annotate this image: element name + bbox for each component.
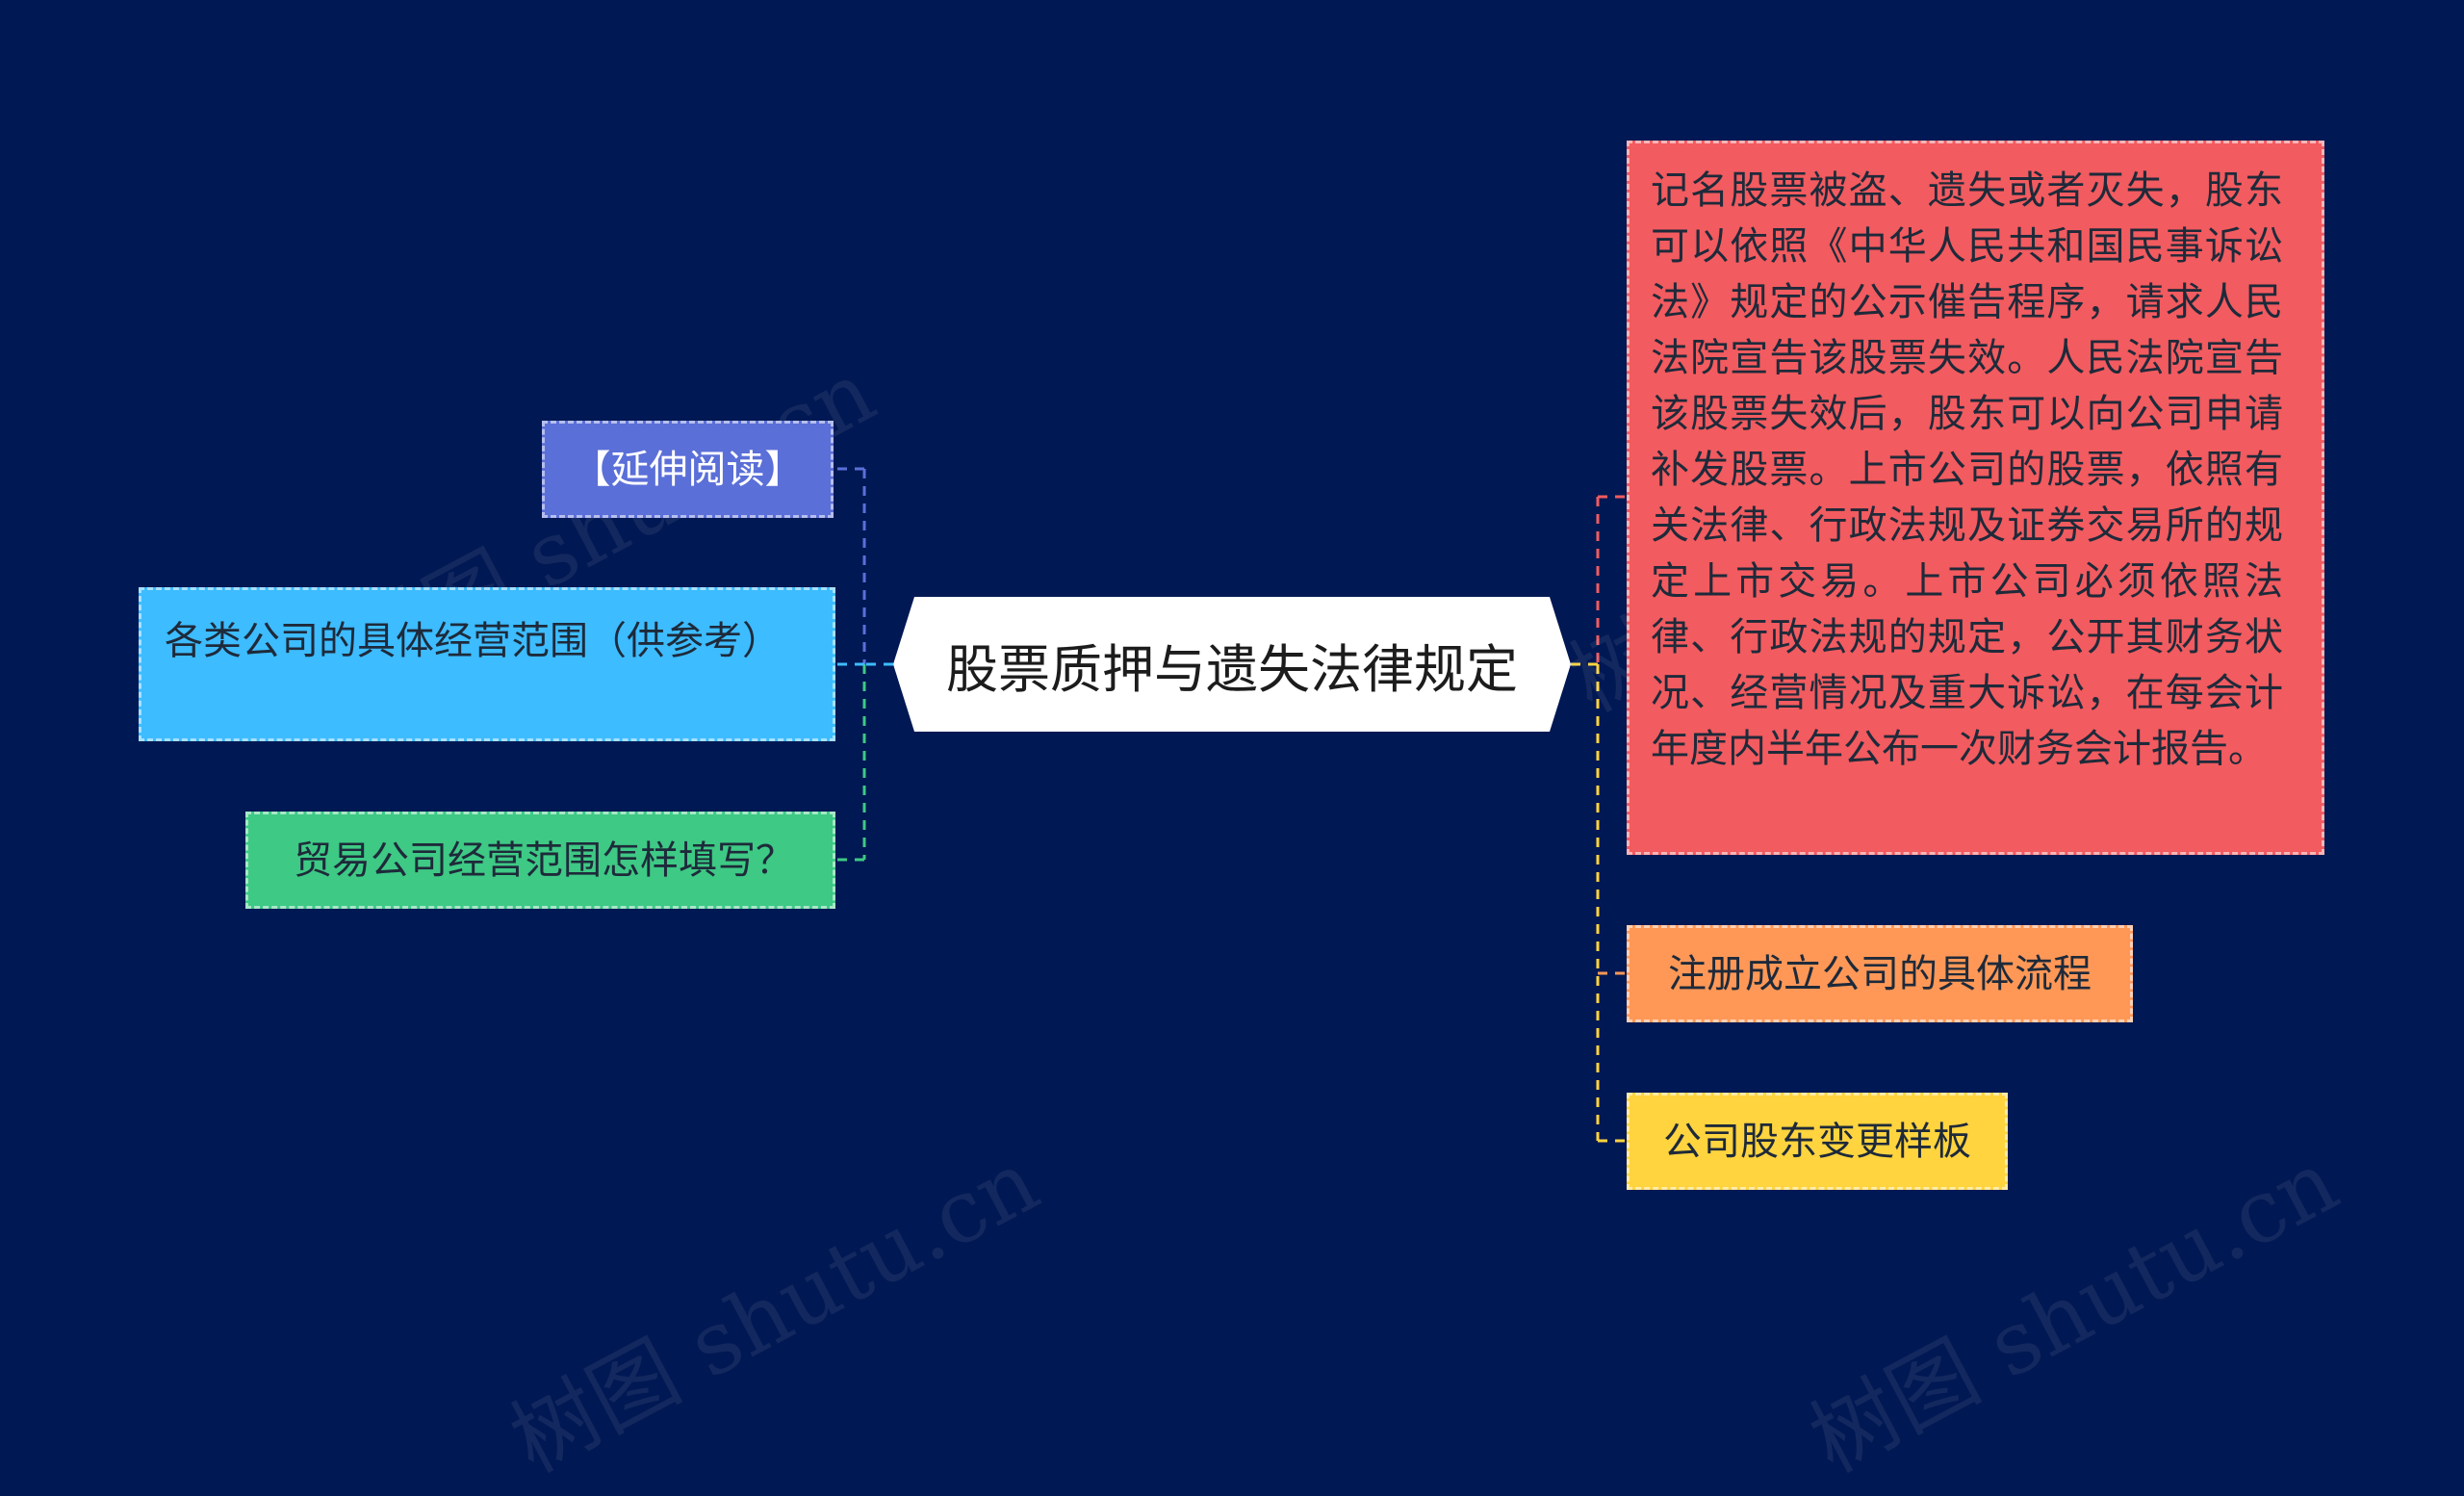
topic-extended-reading-label: 【延伸阅读】 [572, 447, 804, 492]
topic-company-registration-process-label: 注册成立公司的具体流程 [1668, 951, 2092, 996]
topic-lost-stock-rules[interactable]: 记名股票被盗、遗失或者灭失，股东可以依照《中华人民共和国民事诉讼法》规定的公示催… [1627, 141, 2324, 855]
root-topic-shape [893, 597, 1571, 732]
topic-company-registration-process[interactable]: 注册成立公司的具体流程 [1627, 925, 2133, 1022]
topic-trade-company-scope[interactable]: 贸易公司经营范围怎样填写？ [245, 812, 835, 909]
topic-extended-reading[interactable]: 【延伸阅读】 [542, 421, 834, 518]
topic-company-business-scope-label: 各类公司的具体经营范围（供参考） [165, 619, 781, 663]
topic-lost-stock-rules-label: 记名股票被盗、遗失或者灭失，股东可以依照《中华人民共和国民事诉讼法》规定的公示催… [1651, 168, 2283, 771]
topic-company-business-scope[interactable]: 各类公司的具体经营范围（供参考） [139, 587, 835, 741]
topic-shareholder-change-template-label: 公司股东变更样板 [1663, 1119, 1971, 1164]
root-topic[interactable]: 股票质押与遗失法律规定 [893, 597, 1571, 732]
root-topic-label: 股票质押与遗失法律规定 [946, 638, 1518, 700]
topic-shareholder-change-template[interactable]: 公司股东变更样板 [1627, 1093, 2008, 1190]
topic-trade-company-scope-label: 贸易公司经营范围怎样填写？ [294, 838, 794, 883]
connector-lines [837, 467, 1627, 1143]
